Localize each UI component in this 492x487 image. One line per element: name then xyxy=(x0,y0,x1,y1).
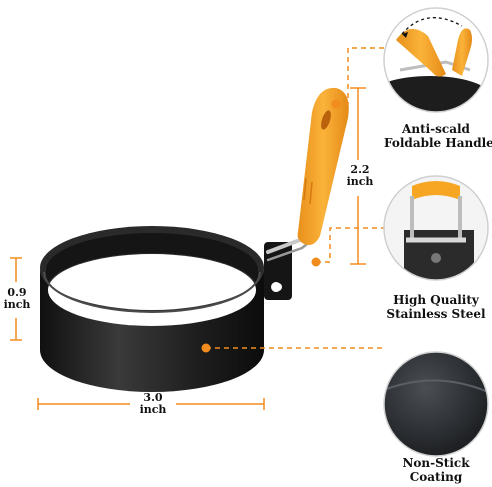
callout-dots xyxy=(201,99,341,353)
diameter-dimension-label: 3.0 inch xyxy=(130,392,176,416)
diameter-unit: inch xyxy=(139,403,167,416)
handle-height-value: 2.2 xyxy=(350,163,370,176)
detail-circle-handle xyxy=(383,7,489,113)
feature-line1: Anti-scald xyxy=(402,122,470,136)
diameter-value: 3.0 xyxy=(143,391,163,404)
feature-label-handle: Anti-scald Foldable Handle xyxy=(384,122,492,150)
handle-height-dimension xyxy=(350,87,366,265)
handle-height-unit: inch xyxy=(346,175,374,188)
feature-line2: Coating xyxy=(409,470,463,484)
foldable-handle xyxy=(264,87,349,300)
feature-label-coating: Non-Stick Coating xyxy=(384,456,488,484)
feature-label-steel: High Quality Stainless Steel xyxy=(384,293,488,321)
height-unit: inch xyxy=(3,298,31,311)
egg-ring xyxy=(40,226,264,392)
feature-line2: Stainless Steel xyxy=(386,307,486,321)
detail-circle-steel xyxy=(383,175,489,281)
diameter-dimension xyxy=(37,398,265,410)
height-value: 0.9 xyxy=(7,286,27,299)
detail-circle-coating xyxy=(383,351,489,457)
feature-line1: Non-Stick xyxy=(402,456,470,470)
height-dimension-label: 0.9 inch xyxy=(0,287,34,311)
callout-leaders xyxy=(206,47,384,349)
height-dimension xyxy=(10,257,22,341)
feature-line2: Foldable Handle xyxy=(384,136,492,150)
handle-height-dimension-label: 2.2 inch xyxy=(342,164,378,188)
feature-line1: High Quality xyxy=(393,293,479,307)
